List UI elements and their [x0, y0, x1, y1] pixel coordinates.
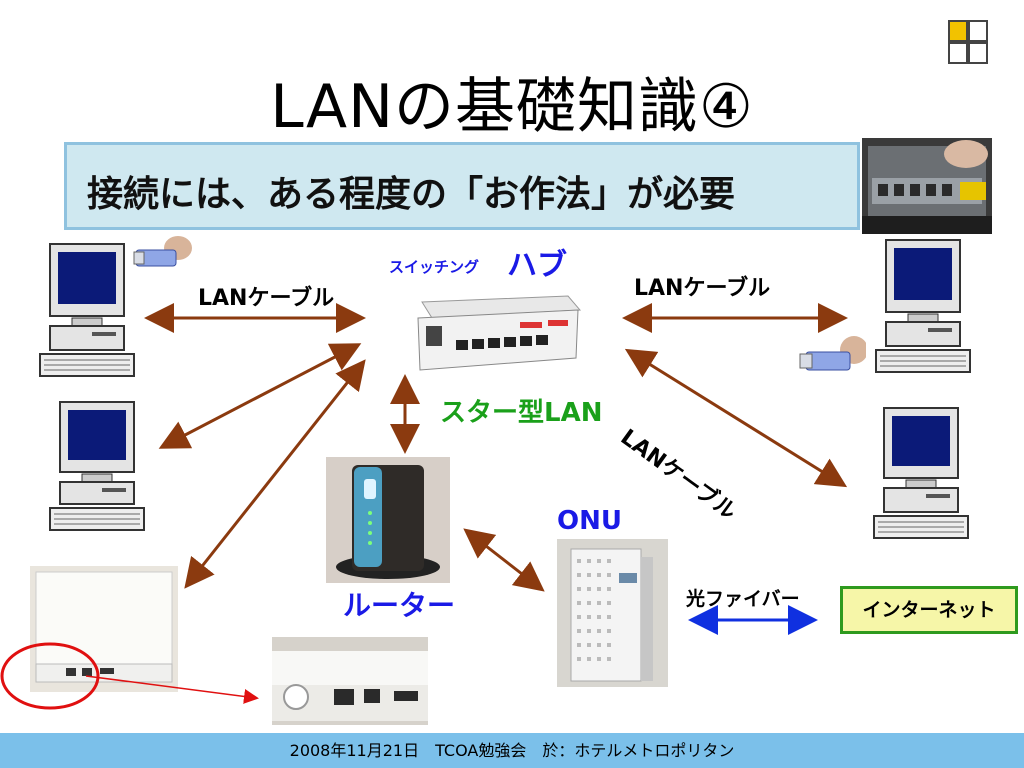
- label-lan-cable-left: LANケーブル: [198, 286, 335, 311]
- lan-plug-top-left: [132, 232, 192, 278]
- label-hub-main: ハブ: [507, 248, 567, 283]
- arrow-laptop-hub: [184, 359, 366, 589]
- laptop-photo: [30, 566, 178, 692]
- label-onu: ONU: [557, 506, 622, 536]
- label-router: ルーター: [343, 589, 456, 622]
- label-star-lan: スター型LAN: [440, 398, 603, 428]
- arrow-pc-left-middle-hub: [158, 343, 362, 449]
- arrow-port-pointer: [85, 675, 259, 704]
- computer-right-bottom: [872, 404, 972, 542]
- subtitle-box: 接続には、ある程度の「お作法」が必要: [64, 142, 860, 230]
- switching-hub-photo: [408, 292, 584, 378]
- arrow-router-onu: [463, 528, 545, 592]
- slide-title: LANの基礎知識④: [270, 72, 754, 142]
- internet-box: インターネット: [840, 586, 1018, 634]
- port-highlight-circle: [0, 642, 100, 710]
- computer-left-top: [36, 240, 136, 380]
- laptop-port-closeup-photo: [272, 637, 428, 725]
- computer-right-top: [874, 236, 974, 376]
- label-fiber: 光ファイバー: [686, 588, 800, 610]
- arrow-hub-pc-right-bottom: [624, 348, 848, 488]
- onu-photo: [557, 539, 668, 687]
- slide-footer: 2008年11月21日 TCOA勉強会 於：ホテルメトロポリタン: [0, 733, 1024, 768]
- label-hub-prefix: スイッチング: [389, 258, 480, 276]
- subtitle-text: 接続には、ある程度の「お作法」が必要: [87, 174, 736, 215]
- internet-label: インターネット: [862, 599, 996, 621]
- network-card-photo: [862, 138, 992, 234]
- computer-left-middle: [48, 398, 148, 534]
- corner-squares-decoration: [948, 20, 992, 68]
- label-lan-cable-right: LANケーブル: [634, 276, 771, 301]
